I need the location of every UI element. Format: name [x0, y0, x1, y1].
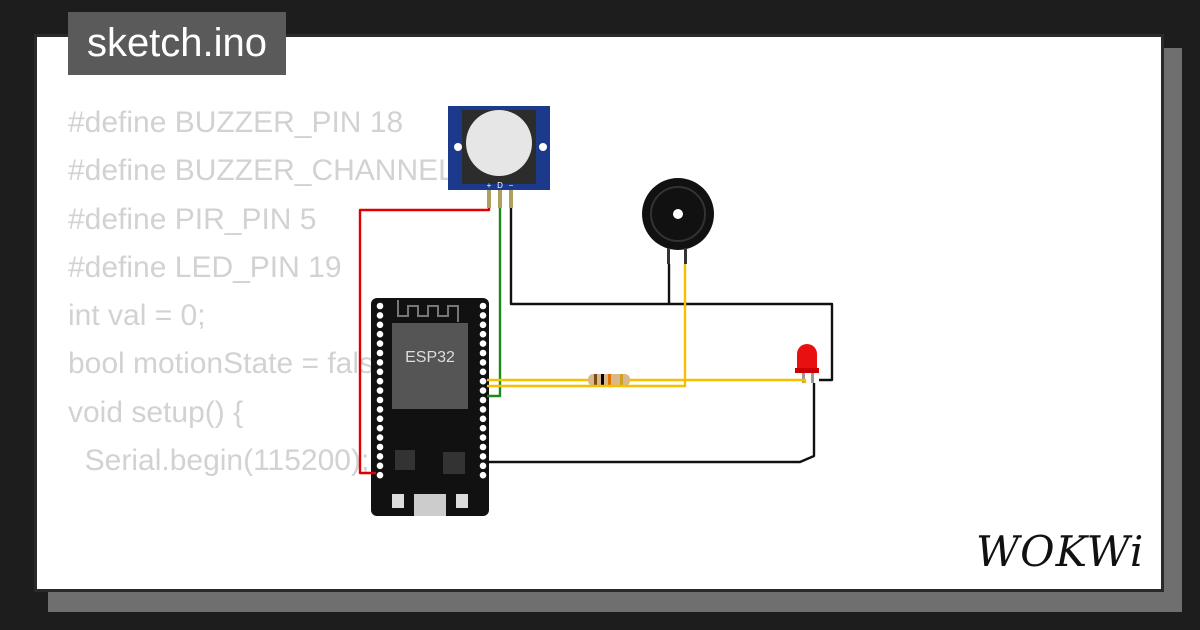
- wire-gnd-board[interactable]: [487, 383, 816, 464]
- header-pin[interactable]: [376, 415, 384, 423]
- header-pin[interactable]: [376, 471, 384, 479]
- code-line: int val = 0;: [68, 299, 206, 333]
- header-pin[interactable]: [479, 462, 487, 470]
- red-led[interactable]: [795, 344, 819, 383]
- header-pin[interactable]: [376, 368, 384, 376]
- header-pin[interactable]: [376, 340, 384, 347]
- header-pin[interactable]: [479, 387, 487, 394]
- header-pin[interactable]: [376, 377, 384, 385]
- esp32-board[interactable]: ESP32: [371, 298, 489, 516]
- header-pin[interactable]: [479, 302, 487, 310]
- wokwi-logo: WOKWi: [976, 527, 1145, 576]
- code-line: void setup() {: [68, 395, 244, 429]
- header-pin[interactable]: [479, 424, 487, 432]
- header-pin[interactable]: [479, 349, 487, 357]
- header-pin[interactable]: [479, 312, 487, 319]
- wire-buzzer-signal[interactable]: [487, 264, 687, 388]
- header-pin[interactable]: [479, 330, 487, 338]
- code-line: #define PIR_PIN 5: [68, 202, 317, 236]
- header-pin[interactable]: [376, 406, 384, 413]
- header-pin[interactable]: [376, 434, 384, 441]
- header-pin[interactable]: [479, 443, 487, 451]
- header-pin[interactable]: [479, 406, 487, 413]
- header-pin[interactable]: [479, 453, 487, 460]
- header-pin[interactable]: [479, 396, 487, 404]
- resistor[interactable]: [588, 374, 630, 386]
- header-pin[interactable]: [376, 443, 384, 451]
- header-pin[interactable]: [479, 415, 487, 423]
- file-tab[interactable]: sketch.ino: [68, 12, 286, 75]
- header-pin[interactable]: [376, 302, 384, 310]
- header-pin[interactable]: [376, 453, 384, 460]
- header-pin[interactable]: [376, 349, 384, 357]
- header-pin[interactable]: [376, 312, 384, 319]
- pir-sensor[interactable]: + D −: [448, 106, 550, 208]
- header-pin[interactable]: [479, 359, 487, 366]
- pir-pin-label-data: D: [497, 181, 503, 190]
- code-line: Serial.begin(115200);: [68, 444, 370, 478]
- pir-pin-label-gnd: −: [509, 181, 514, 190]
- header-pin[interactable]: [479, 340, 487, 347]
- header-pin[interactable]: [376, 359, 384, 366]
- header-pin[interactable]: [376, 462, 384, 470]
- header-pin[interactable]: [479, 321, 487, 329]
- wire-gnd-pir[interactable]: [509, 208, 834, 382]
- header-pin[interactable]: [479, 368, 487, 376]
- header-pin[interactable]: [479, 471, 487, 479]
- usb-port-icon: [414, 494, 446, 516]
- header-pin[interactable]: [376, 330, 384, 338]
- header-pin[interactable]: [376, 424, 384, 432]
- header-pin[interactable]: [479, 377, 487, 385]
- board-label: ESP32: [405, 349, 455, 366]
- header-pin[interactable]: [376, 387, 384, 394]
- wire-vcc[interactable]: [358, 208, 491, 475]
- header-pin[interactable]: [376, 396, 384, 404]
- pir-dome-icon: [466, 110, 532, 176]
- buzzer[interactable]: [642, 178, 714, 264]
- pir-pin-label-vcc: +: [487, 181, 492, 190]
- header-pin[interactable]: [376, 321, 384, 329]
- code-line: #define BUZZER_PIN 18: [68, 106, 404, 139]
- code-line: #define LED_PIN 19: [68, 250, 342, 284]
- header-pin[interactable]: [479, 434, 487, 441]
- antenna-trace-icon: [397, 300, 459, 322]
- wire-pir-signal[interactable]: [487, 208, 502, 398]
- project-canvas: #define BUZZER_PIN 18#define BUZZER_CHAN…: [34, 34, 1164, 592]
- wire-led-resistor[interactable]: [630, 378, 807, 383]
- esp32-module: [392, 323, 468, 409]
